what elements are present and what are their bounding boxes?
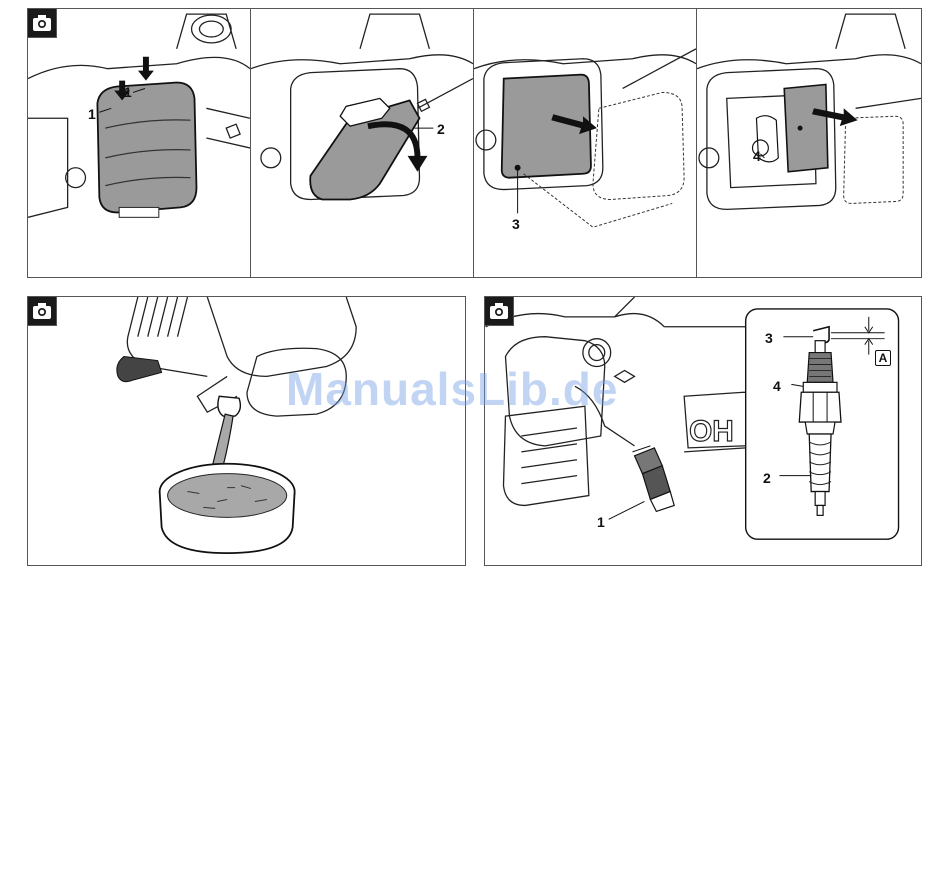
gap-label-a: A — [875, 350, 891, 366]
callout-2: 2 — [437, 122, 445, 136]
step-panel-remove-cover: 1 1 — [27, 8, 251, 278]
engine-air-cover-illustration — [28, 9, 250, 277]
remove-filter-illustration — [474, 9, 696, 277]
step-panel-spark-plug: OH — [484, 296, 922, 566]
spark-plug-illustration: OH — [485, 297, 921, 565]
callout-gap-3: 3 — [765, 331, 773, 345]
step-panel-remove-foam: 4 — [696, 8, 922, 278]
spark-plug-installed — [633, 446, 675, 512]
engine-brand-embossing: OH — [689, 415, 734, 448]
air-filter-cover — [97, 83, 196, 213]
foam-element — [784, 85, 828, 172]
open-cover-illustration — [251, 9, 473, 277]
rotate-arrow — [408, 156, 428, 172]
callout-4: 4 — [753, 149, 761, 163]
watermark: ManualsLib.de — [286, 362, 618, 416]
callout-1a: 1 — [88, 107, 96, 121]
callout-washer-4: 4 — [773, 379, 781, 393]
camera-icon — [485, 297, 514, 326]
callout-3: 3 — [512, 217, 520, 231]
step-panel-drain-oil — [27, 296, 466, 566]
camera-icon — [28, 9, 57, 38]
callout-1b: 1 — [124, 85, 132, 99]
step-panel-open-cover: 2 — [250, 8, 474, 278]
remove-foam-illustration — [697, 9, 921, 277]
step-panel-remove-filter: 3 — [473, 8, 697, 278]
callout-thread-2: 2 — [763, 471, 771, 485]
oil-drain-illustration — [28, 297, 465, 565]
camera-icon — [28, 297, 57, 326]
callout-plug-1: 1 — [597, 515, 605, 529]
